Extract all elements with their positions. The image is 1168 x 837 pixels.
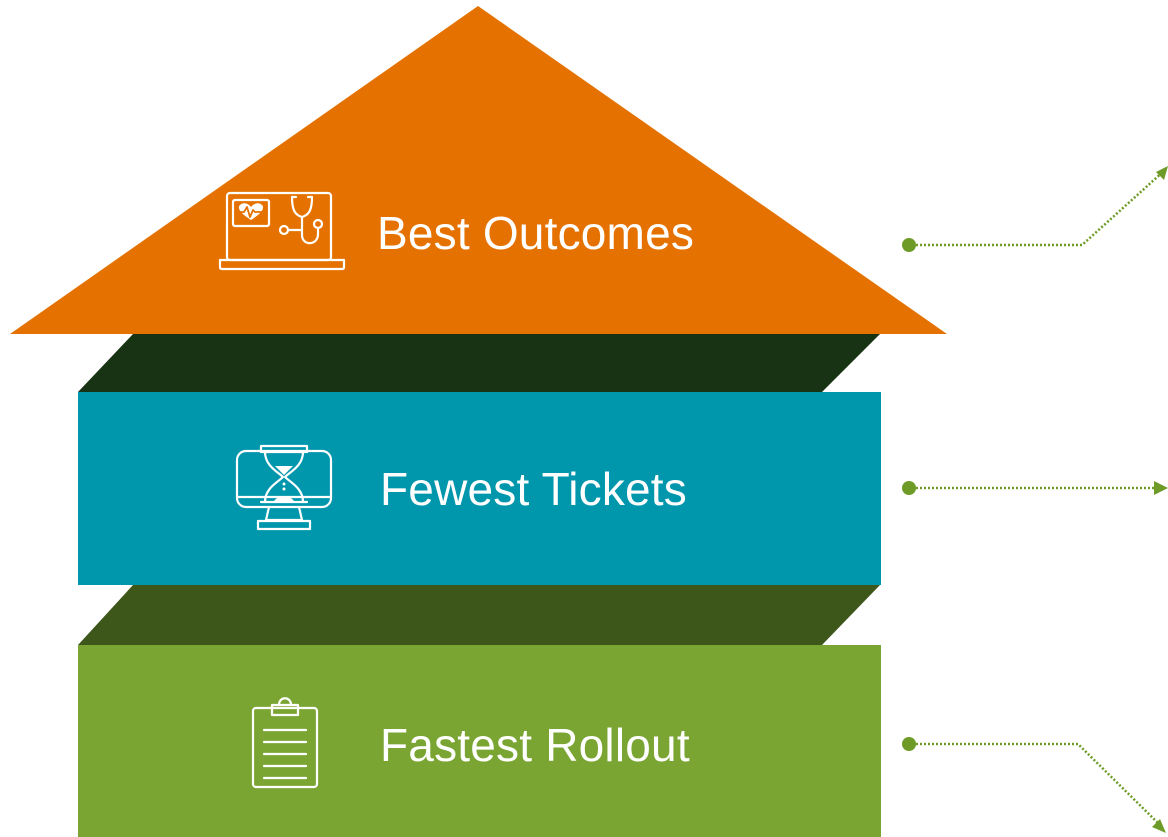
monitor-hourglass-icon bbox=[235, 444, 333, 531]
middle-block bbox=[78, 392, 881, 585]
layer-bottom-label: Fastest Rollout bbox=[380, 719, 690, 771]
connector-middle-arrowhead bbox=[1154, 481, 1168, 495]
connector-bottom-dot bbox=[902, 737, 916, 751]
connector-bottom-arrowhead bbox=[1152, 819, 1166, 833]
connector-top bbox=[902, 166, 1168, 252]
connector-top-arrowhead bbox=[1156, 166, 1168, 180]
connector-middle bbox=[902, 481, 1168, 495]
roof-shadow-band bbox=[78, 334, 880, 392]
connector-bottom-line bbox=[916, 742, 1161, 826]
clipboard-icon bbox=[251, 697, 319, 789]
connector-middle-dot bbox=[902, 481, 916, 495]
connector-bottom bbox=[902, 737, 1166, 833]
roof-triangle bbox=[10, 6, 947, 334]
connector-top-line bbox=[916, 169, 1166, 247]
middle-shadow-band bbox=[78, 585, 880, 645]
laptop-heart-stethoscope-icon bbox=[218, 191, 346, 271]
base-block bbox=[78, 645, 881, 837]
connector-top-dot bbox=[902, 238, 916, 252]
layer-middle-label: Fewest Tickets bbox=[380, 463, 687, 515]
layer-top-label: Best Outcomes bbox=[377, 207, 695, 259]
